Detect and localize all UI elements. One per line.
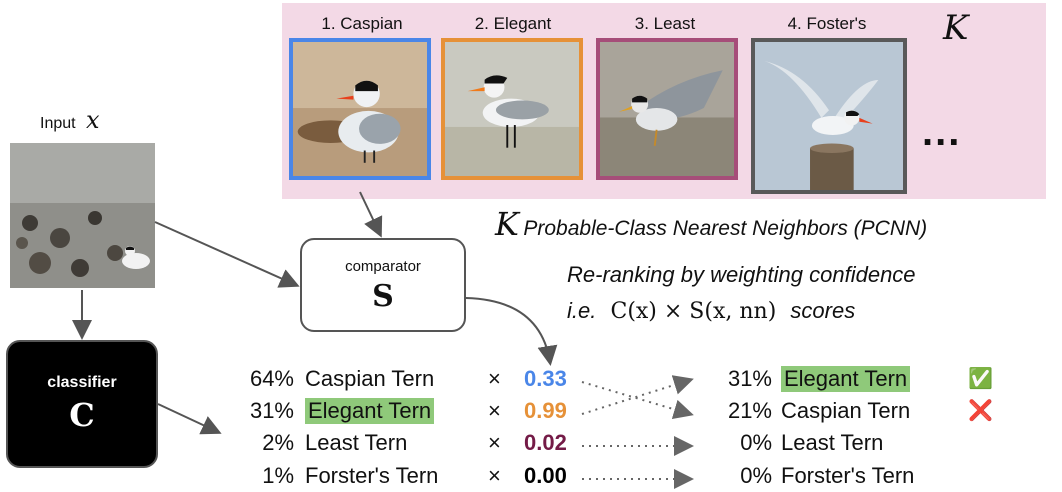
right-row-pct: 31% xyxy=(727,366,772,391)
arrow-classifier-to-scores xyxy=(157,403,222,435)
classifier-label: classifier xyxy=(47,374,117,391)
right-row-pct: 21% xyxy=(727,398,772,423)
left-row-class-name: Elegant Tern xyxy=(305,398,435,424)
check-icon: ✅ xyxy=(968,368,993,390)
more-neighbors-ellipsis: ... xyxy=(922,110,962,154)
input-image xyxy=(10,143,155,288)
left-row-pct: 1% xyxy=(262,463,294,488)
nn-label-fosters: 4. Foster's xyxy=(787,14,867,33)
comparator-symbol: S xyxy=(372,279,394,314)
classifier-symbol: C xyxy=(69,396,95,434)
right-row-pct: 0% xyxy=(740,463,772,488)
input-label: Input x xyxy=(40,106,100,134)
pcnn-k-symbol: K xyxy=(495,205,519,243)
nn-label-elegant: 2. Elegant xyxy=(474,14,552,33)
right-row-pct: 0% xyxy=(740,430,772,455)
left-row-class-name: Caspian Tern xyxy=(305,366,435,391)
times-symbol: × xyxy=(488,366,501,391)
classifier-box: classifier C xyxy=(6,340,158,468)
pcnn-caption: K Probable-Class Nearest Neighbors (PCNN… xyxy=(495,205,927,243)
times-symbol: × xyxy=(488,398,501,423)
nn-label-caspian: 1. Caspian xyxy=(321,14,403,33)
right-row-class-name: Least Tern xyxy=(781,430,884,455)
rerank-line1: Re-ranking by weighting confidence xyxy=(567,262,916,287)
similarity-score: 0.00 xyxy=(524,463,567,488)
similarity-score: 0.02 xyxy=(524,430,567,455)
left-row-pct: 2% xyxy=(262,430,294,455)
left-row-class-name: Forster's Tern xyxy=(305,463,439,488)
left-row-class-name: Least Tern xyxy=(305,430,408,455)
right-row-class-name: Forster's Tern xyxy=(781,463,915,488)
dotted-elegant-to-rank1 xyxy=(581,375,694,415)
cross-icon: ❌ xyxy=(968,400,993,422)
input-symbol: x xyxy=(86,106,100,134)
rerank-prefix: i.e. xyxy=(567,298,597,323)
rerank-line2: i.e. C(x) × S(x, nn) scores xyxy=(567,298,855,324)
elegant-tern-image xyxy=(441,38,583,180)
rerank-formula: C(x) × S(x, nn) xyxy=(610,299,777,324)
right-row-class-name: Elegant Tern xyxy=(781,366,911,392)
right-row-class-name: Caspian Tern xyxy=(781,398,911,423)
times-symbol: × xyxy=(488,463,501,488)
caspian-tern-image xyxy=(289,38,431,180)
arrow-input-to-comparator xyxy=(154,221,300,288)
rerank-suffix: scores xyxy=(790,298,856,323)
similarity-score: 0.99 xyxy=(524,398,567,423)
left-row-pct: 31% xyxy=(249,398,294,423)
left-row-pct: 64% xyxy=(249,366,294,391)
fosters-tern-image xyxy=(751,38,907,194)
pcnn-caption-text: Probable-Class Nearest Neighbors (PCNN) xyxy=(523,217,928,240)
arrow-nn-to-comparator xyxy=(359,191,383,238)
input-label-text: Input xyxy=(40,115,76,132)
nn-label-least: 3. Least xyxy=(634,14,696,33)
comparator-label: comparator xyxy=(345,258,421,275)
similarity-score: 0.33 xyxy=(524,366,567,391)
arrow-comparator-to-scores xyxy=(465,297,558,366)
least-tern-image xyxy=(596,38,738,180)
comparator-box: comparator S xyxy=(300,238,466,332)
k-symbol: K xyxy=(943,8,969,48)
times-symbol: × xyxy=(488,430,501,455)
